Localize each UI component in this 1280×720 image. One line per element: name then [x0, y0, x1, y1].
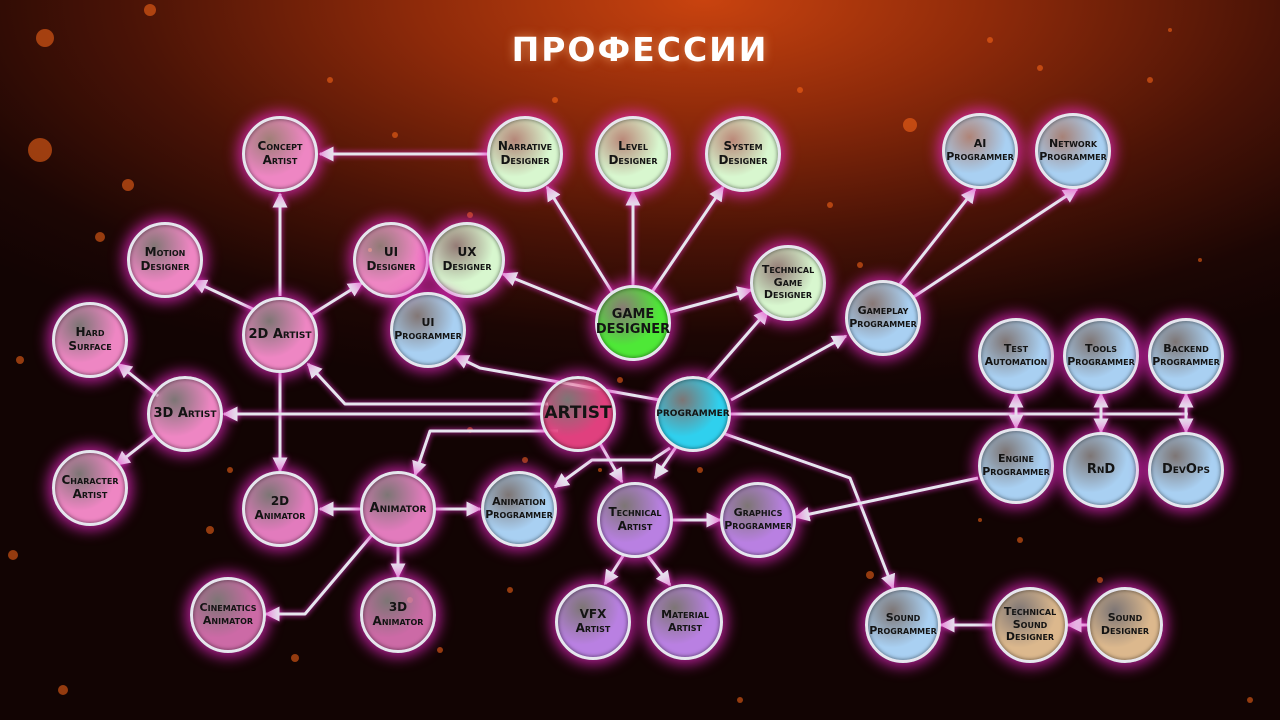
node-label: UI Programmer	[394, 316, 462, 342]
page-title: ПРОФЕССИИ	[511, 30, 769, 69]
node-label: Narrative Designer	[497, 139, 553, 167]
node-material-artist[interactable]: Material Artist	[647, 584, 723, 660]
node-label: Animator	[369, 500, 427, 516]
node-label: Test Automation	[984, 342, 1048, 368]
node-label: Material Artist	[661, 608, 709, 634]
node-label: Animation Programmer	[485, 495, 553, 521]
node-ui-designer[interactable]: UI Designer	[353, 222, 429, 298]
node-2d-artist[interactable]: 2D Artist	[242, 297, 318, 373]
connector-arrow	[501, 272, 598, 314]
node-motion-designer[interactable]: Motion Designer	[127, 222, 203, 298]
node-system-designer[interactable]: System Designer	[705, 116, 781, 192]
node-label: VFX Artist	[575, 607, 611, 635]
connector-arrow	[191, 279, 256, 312]
node-label: UX Designer	[442, 245, 492, 273]
node-label: Sound Programmer	[869, 611, 937, 637]
node-label: 3D Artist	[153, 405, 217, 421]
node-label: Concept Artist	[257, 139, 303, 167]
node-backend-programmer[interactable]: Backend Programmer	[1148, 318, 1224, 394]
node-label: 2D Animator	[254, 494, 306, 522]
node-label: Tools Programmer	[1067, 342, 1135, 368]
node-label: Technical Game Designer	[761, 263, 815, 302]
connector-arrow	[306, 362, 548, 406]
node-3d-animator[interactable]: 3D Animator	[360, 577, 436, 653]
node-label: Hard Surface	[68, 325, 112, 353]
node-label: 2D Artist	[248, 326, 312, 342]
connector-arrow	[116, 362, 159, 398]
connector-arrow	[545, 185, 614, 293]
connector-arrow	[669, 286, 753, 314]
node-technical-sound-designer[interactable]: Technical Sound Designer	[992, 587, 1068, 663]
connector-arrow	[553, 446, 671, 489]
node-level-designer[interactable]: Level Designer	[595, 116, 671, 192]
node-ui-programmer[interactable]: UI Programmer	[390, 292, 466, 368]
node-programmer[interactable]: PROGRAMMER	[655, 376, 731, 452]
node-label: GAME DESIGNER	[595, 307, 671, 337]
node-label: Engine Programmer	[982, 452, 1050, 478]
connector-arrow	[603, 555, 625, 586]
node-ux-designer[interactable]: UX Designer	[429, 222, 505, 298]
node-rnd[interactable]: RnD	[1063, 432, 1139, 508]
node-devops[interactable]: DevOps	[1148, 432, 1224, 508]
connector-arrow	[724, 432, 896, 590]
connector-arrow	[794, 476, 979, 522]
node-technical-artist[interactable]: Technical Artist	[597, 482, 673, 558]
node-tools-programmer[interactable]: Tools Programmer	[1063, 318, 1139, 394]
node-sound-designer[interactable]: Sound Designer	[1087, 587, 1163, 663]
connector-arrow	[650, 185, 725, 293]
node-label: 3D Animator	[372, 600, 424, 628]
node-label: Technical Sound Designer	[1003, 605, 1057, 644]
node-vfx-artist[interactable]: VFX Artist	[555, 584, 631, 660]
node-2d-animator[interactable]: 2D Animator	[242, 471, 318, 547]
node-label: DevOps	[1161, 461, 1211, 477]
node-label: Backend Programmer	[1152, 342, 1220, 368]
node-label: AI Programmer	[946, 137, 1014, 163]
node-label: Gameplay Programmer	[849, 304, 917, 330]
connector-arrow	[898, 187, 977, 285]
node-label: Technical Artist	[608, 505, 662, 533]
connector-arrow	[264, 534, 374, 622]
node-label: ARTIST	[544, 403, 612, 424]
node-label: Sound Designer	[1100, 611, 1150, 637]
connector-arrow	[114, 430, 159, 467]
node-concept-artist[interactable]: Concept Artist	[242, 116, 318, 192]
node-label: RnD	[1086, 461, 1116, 477]
node-label: PROGRAMMER	[656, 408, 730, 419]
node-test-automation[interactable]: Test Automation	[978, 318, 1054, 394]
node-engine-programmer[interactable]: Engine Programmer	[978, 428, 1054, 504]
node-label: Graphics Programmer	[724, 506, 792, 532]
node-animator[interactable]: Animator	[360, 471, 436, 547]
node-game-designer[interactable]: GAME DESIGNER	[595, 285, 671, 361]
node-narrative-designer[interactable]: Narrative Designer	[487, 116, 563, 192]
connector-arrow	[646, 555, 672, 587]
connector-arrow	[911, 187, 1079, 300]
node-artist[interactable]: ARTIST	[540, 376, 616, 452]
connector-arrow	[706, 308, 770, 380]
node-network-programmer[interactable]: Network Programmer	[1035, 113, 1111, 189]
node-ai-programmer[interactable]: AI Programmer	[942, 113, 1018, 189]
node-animation-programmer[interactable]: Animation Programmer	[481, 471, 557, 547]
node-label: System Designer	[718, 139, 768, 167]
connector-arrow	[412, 429, 558, 477]
node-label: Character Artist	[61, 473, 119, 501]
node-gameplay-programmer[interactable]: Gameplay Programmer	[845, 280, 921, 356]
connector-arrow	[653, 446, 678, 480]
node-character-artist[interactable]: Character Artist	[52, 450, 128, 526]
connector-arrow	[730, 334, 848, 402]
node-label: Network Programmer	[1039, 137, 1107, 163]
node-label: Level Designer	[608, 139, 658, 167]
node-graphics-programmer[interactable]: Graphics Programmer	[720, 482, 796, 558]
node-cinematics-animator[interactable]: Cinematics Animator	[190, 577, 266, 653]
node-3d-artist[interactable]: 3D Artist	[147, 376, 223, 452]
node-label: Motion Designer	[140, 245, 190, 273]
connector-arrow	[305, 281, 364, 320]
node-hard-surface[interactable]: Hard Surface	[52, 302, 128, 378]
node-technical-game-designer[interactable]: Technical Game Designer	[750, 245, 826, 321]
node-label: Cinematics Animator	[199, 601, 257, 627]
node-label: UI Designer	[366, 245, 416, 273]
node-sound-programmer[interactable]: Sound Programmer	[865, 587, 941, 663]
